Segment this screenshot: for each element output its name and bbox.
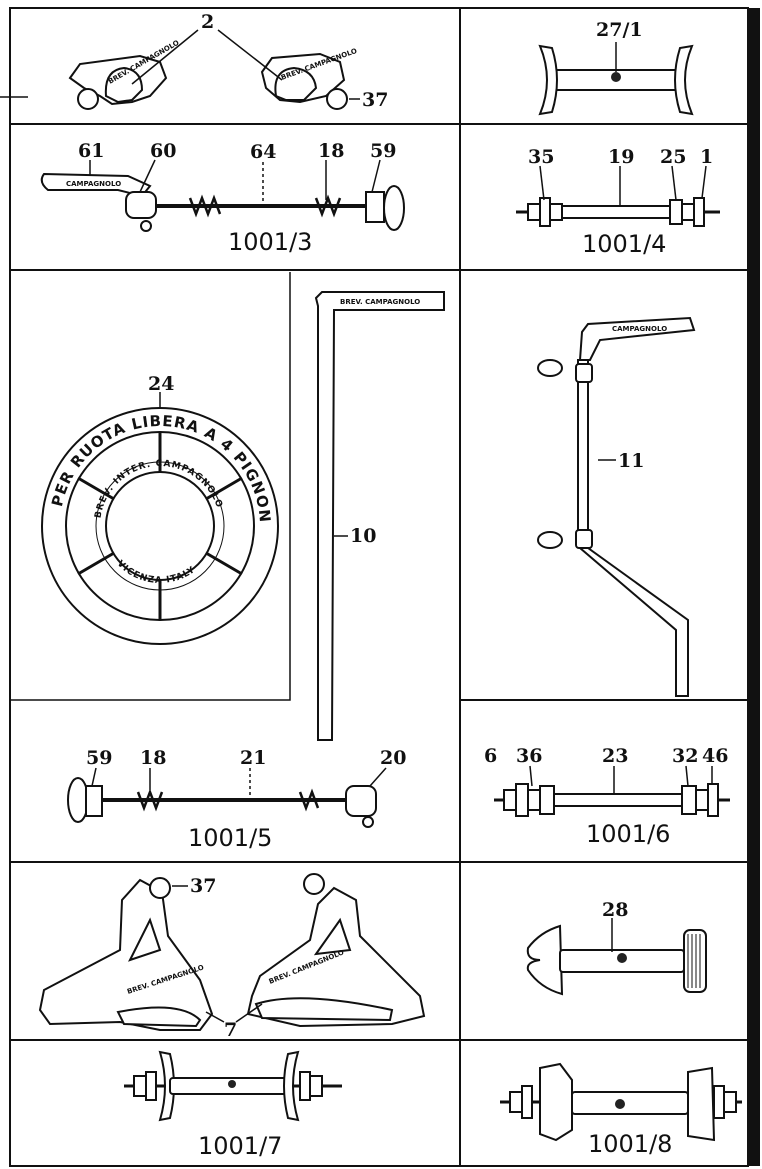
caption-1001-5: 1001/5 <box>188 824 272 852</box>
callout-24: 24 <box>148 373 174 395</box>
panel-5: PER RUOTA LIBERA A 4 PIGNONI BREV. INTER… <box>0 0 445 852</box>
panel-4: 35 19 25 1 1001/4 <box>516 146 720 258</box>
caption-1001-8: 1001/8 <box>588 1130 672 1158</box>
wrench-logo: BREV. CAMPAGNOLO <box>340 298 420 306</box>
callout-28: 28 <box>602 899 628 921</box>
callout-60: 60 <box>150 140 176 162</box>
callout-32: 32 <box>672 745 698 767</box>
callout-10: 10 <box>350 525 376 547</box>
callout-59-bottom: 59 <box>86 747 112 769</box>
panel-7: 6 36 23 32 46 1001/6 <box>484 745 730 848</box>
callout-1: 1 <box>700 146 713 168</box>
quick-release-front: 59 18 21 20 1001/5 <box>67 747 406 852</box>
callout-18-bottom: 18 <box>140 747 166 769</box>
callout-20: 20 <box>380 747 406 769</box>
callout-7: 7 <box>224 1019 237 1041</box>
grid-lines <box>0 7 760 1167</box>
caption-1001-4: 1001/4 <box>582 230 666 258</box>
callout-19: 19 <box>608 146 634 168</box>
caption-1001-6: 1001/6 <box>586 820 670 848</box>
spoke-wrench: BREV. CAMPAGNOLO 10 <box>314 291 445 741</box>
panel-6: CAMPAGNOLO 11 <box>537 316 696 697</box>
callout-46: 46 <box>702 745 728 767</box>
callout-23: 23 <box>602 745 628 767</box>
dropout-right: BREV. CAMPAGNOLO <box>260 47 358 110</box>
caption-1001-3: 1001/3 <box>228 228 312 256</box>
callout-21: 21 <box>240 747 266 769</box>
callout-59-top: 59 <box>370 140 396 162</box>
callout-18-top: 18 <box>318 140 344 162</box>
panel-10: 1001/7 <box>124 1050 342 1160</box>
callout-35: 35 <box>528 146 554 168</box>
panel-9: 28 <box>526 899 707 996</box>
dropout-large-left: BREV. CAMPAGNOLO <box>38 877 214 1031</box>
panel-8: BREV. CAMPAGNOLO BREV. CAMPAGNOLO 37 7 <box>38 873 426 1041</box>
panel-2: 27/1 <box>538 19 694 116</box>
callout-36: 36 <box>516 745 542 767</box>
callout-27-1: 27/1 <box>596 19 643 41</box>
lever-logo: CAMPAGNOLO <box>66 180 121 188</box>
panel-11: 1001/8 <box>500 1062 742 1158</box>
callout-64: 64 <box>250 141 276 163</box>
callout-37-top: 37 <box>362 89 388 111</box>
callout-61: 61 <box>78 140 104 162</box>
panel-1: BREV. CAMPAGNOLO BREV. CAMPAGNOLO 2 37 <box>68 11 388 111</box>
callout-25: 25 <box>660 146 686 168</box>
dropout-large-right: BREV. CAMPAGNOLO <box>246 873 426 1028</box>
crank-logo: CAMPAGNOLO <box>612 325 667 333</box>
panel-3: CAMPAGNOLO 61 60 64 18 59 1001/3 <box>40 140 405 256</box>
callout-2: 2 <box>201 11 214 33</box>
caption-1001-7: 1001/7 <box>198 1132 282 1160</box>
callout-6: 6 <box>484 745 497 767</box>
dropout-left: BREV. CAMPAGNOLO <box>68 39 181 110</box>
callout-11: 11 <box>618 450 644 472</box>
callout-37-bottom: 37 <box>190 875 216 897</box>
